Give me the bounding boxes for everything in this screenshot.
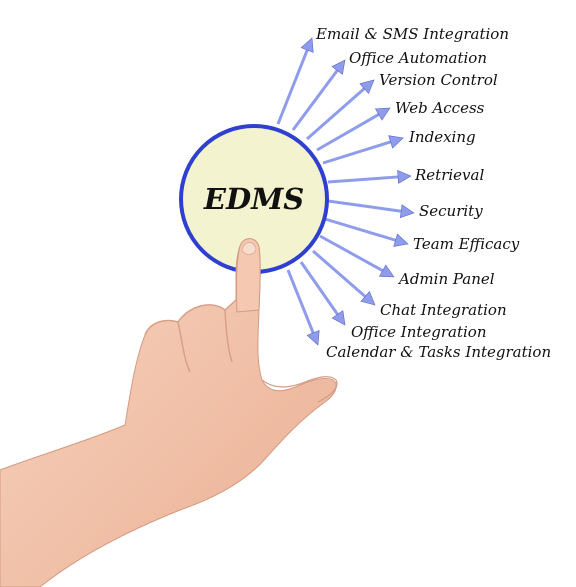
central-label: EDMS — [203, 182, 304, 216]
arrow-web-access — [316, 107, 391, 152]
feature-label-web-access: Web Access — [395, 99, 485, 117]
arrow-head — [393, 233, 409, 247]
arrow-shaft — [312, 249, 367, 298]
arrow-office-automation — [291, 59, 346, 131]
arrow-head — [388, 135, 404, 149]
arrow-calendar-tasks — [286, 269, 320, 346]
arrow-head — [331, 310, 346, 326]
feature-label-indexing: Indexing — [408, 128, 476, 146]
curled-fingers — [144, 299, 237, 373]
feature-label-team-efficacy: Team Efficacy — [413, 235, 520, 253]
arrow-head — [378, 264, 395, 278]
feature-label-calendar-tasks: Calendar & Tasks Integration — [326, 343, 551, 361]
arrow-shaft — [286, 269, 315, 334]
arrow-group — [276, 37, 415, 346]
arrow-shaft — [276, 49, 309, 125]
arrow-shaft — [327, 175, 399, 184]
feature-label-retrieval: Retrieval — [414, 166, 484, 184]
arrow-head — [331, 59, 346, 75]
arrow-head — [397, 169, 412, 184]
feature-label-email-sms: Email & SMS Integration — [315, 25, 509, 43]
feature-labels: Email & SMS Integration Office Automatio… — [315, 25, 551, 361]
arrow-indexing — [322, 135, 404, 165]
arrow-shaft — [299, 261, 339, 316]
pointing-hand-image — [0, 238, 338, 587]
arrow-version-control — [306, 79, 375, 141]
feature-label-chat-integration: Chat Integration — [380, 301, 507, 319]
arrow-head — [359, 79, 375, 95]
arrow-chat-integration — [312, 249, 376, 306]
fingernail — [241, 242, 257, 255]
arrow-head — [300, 37, 314, 53]
thumb — [261, 376, 338, 403]
arrow-email-sms — [276, 37, 314, 125]
arrow-shaft — [327, 199, 402, 213]
arrow-head — [374, 107, 391, 121]
feature-label-version-control: Version Control — [379, 71, 498, 89]
hand-palm — [0, 238, 337, 587]
feature-label-office-automation: Office Automation — [349, 49, 487, 67]
arrow-office-integration — [299, 261, 346, 326]
arrow-head — [360, 290, 376, 306]
arrow-team-efficacy — [324, 217, 409, 247]
arrow-shaft — [322, 140, 392, 165]
arrow-retrieval — [327, 169, 412, 184]
feature-label-admin-panel: Admin Panel — [397, 270, 495, 288]
arrow-shaft — [324, 217, 396, 242]
feature-label-security: Security — [419, 202, 483, 220]
arrow-head — [399, 204, 415, 219]
index-finger — [235, 238, 261, 313]
arrow-head — [306, 330, 320, 346]
arrow-shaft — [319, 234, 384, 273]
arrow-shaft — [306, 87, 366, 141]
arrow-admin-panel — [319, 234, 395, 278]
central-node: EDMS — [179, 124, 329, 274]
arrow-shaft — [291, 69, 339, 131]
arrow-security — [327, 199, 415, 219]
feature-label-office-integration: Office Integration — [351, 323, 487, 341]
arrow-shaft — [316, 113, 380, 152]
